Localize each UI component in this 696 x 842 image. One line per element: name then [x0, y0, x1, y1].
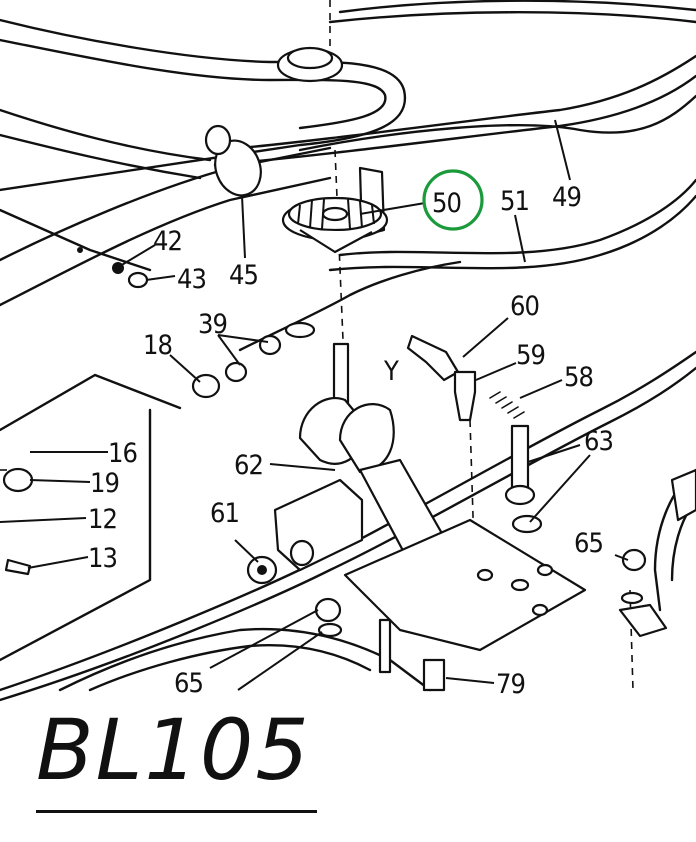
part-label-13: 13 — [88, 543, 117, 574]
part-label-42: 42 — [153, 226, 182, 257]
part-label-61: 61 — [210, 498, 239, 529]
components — [2, 46, 696, 692]
part-labels: 50 51 49 42 43 45 39 18 60 59 58 Y 16 19… — [88, 182, 614, 700]
part-label-19: 19 — [90, 468, 119, 499]
model-caption: BL105 — [36, 700, 317, 813]
part-label-51: 51 — [500, 186, 529, 217]
part-label-43: 43 — [177, 264, 206, 295]
part-label-60: 60 — [510, 291, 539, 322]
part-label-65-left: 65 — [174, 668, 203, 699]
part-label-63: 63 — [584, 426, 613, 457]
part-label-39: 39 — [198, 309, 227, 340]
part-label-59: 59 — [516, 340, 545, 371]
part-label-49: 49 — [552, 182, 581, 213]
highlight-ring — [422, 169, 484, 231]
part-label-62: 62 — [234, 450, 263, 481]
part-label-65-right: 65 — [574, 528, 603, 559]
leader-lines — [0, 119, 629, 691]
part-label-y: Y — [383, 356, 399, 387]
part-label-50: 50 — [432, 188, 461, 219]
part-label-45: 45 — [229, 260, 258, 291]
part-label-18: 18 — [143, 330, 172, 361]
part-label-12: 12 — [88, 504, 117, 535]
part-label-79: 79 — [496, 669, 525, 700]
part-label-58: 58 — [564, 362, 593, 393]
part-label-16: 16 — [108, 438, 137, 469]
